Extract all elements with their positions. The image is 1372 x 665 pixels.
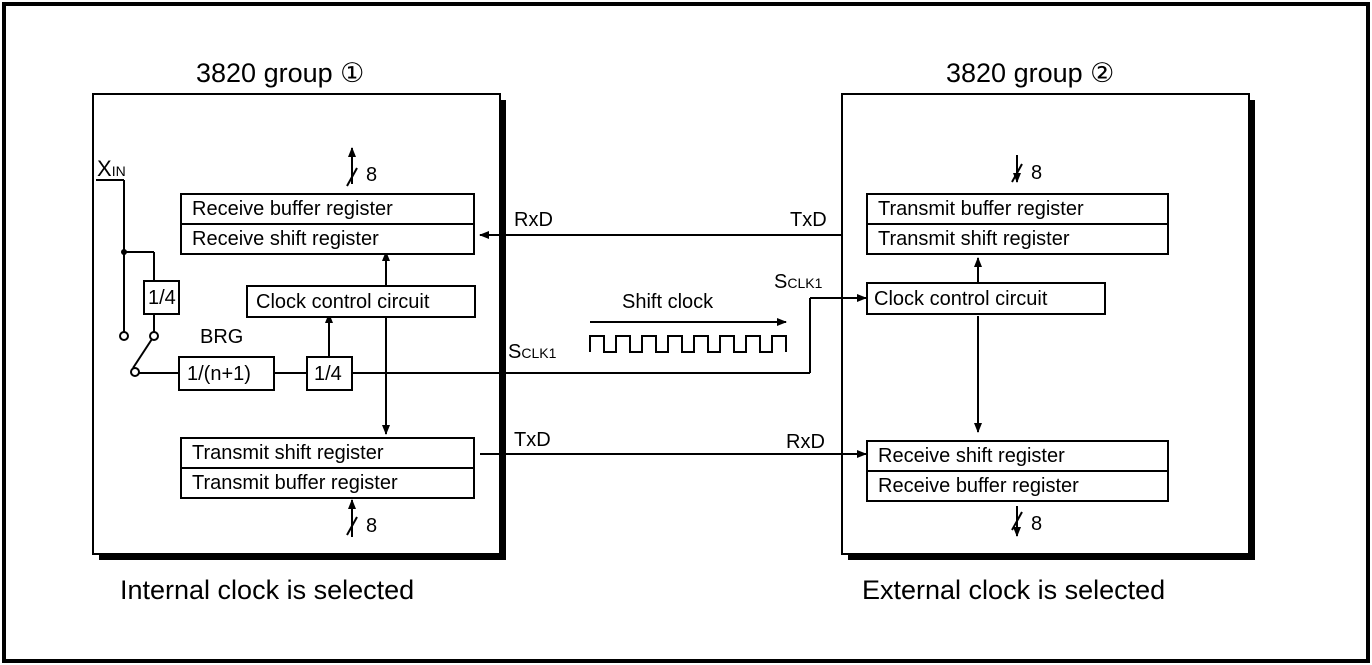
xin-junction [121,249,127,255]
left-sclk-label: SCLK1 [508,341,557,363]
right-receive-shift-register: Receive shift register [868,442,1167,472]
switch-contact-b [149,331,159,341]
shift-clock-waveform [589,335,787,353]
divider-vertical-1-4: 1/4 [143,280,180,315]
xin-label: XIN [97,156,126,181]
right-chip-title: 3820 group ② [946,58,1115,88]
left-bus-width-top: 8 [366,164,378,186]
divider-small-1-4: 1/4 [306,356,353,391]
right-clock-control-circuit: Clock control circuit [866,282,1106,315]
right-transmit-register-stack: Transmit buffer register Transmit shift … [866,193,1169,255]
left-bus-width-bottom: 8 [366,515,378,537]
switch-pivot [130,367,140,377]
right-chip-caption: External clock is selected [862,575,1166,605]
left-receive-shift-register: Receive shift register [192,228,379,250]
right-receive-register-stack: Receive shift register Receive buffer re… [866,440,1169,502]
right-txd-label: TxD [790,209,827,231]
right-sclk-label: SCLK1 [774,271,823,293]
left-chip-title: 3820 group ① [196,58,365,88]
left-clock-control-circuit: Clock control circuit [246,285,476,318]
left-receive-buffer-register: Receive buffer register [182,195,473,225]
left-txd-label: TxD [514,429,551,451]
right-receive-buffer-register: Receive buffer register [878,475,1079,497]
left-transmit-shift-register: Transmit shift register [182,439,473,469]
shift-clock-label: Shift clock [622,291,714,313]
right-transmit-shift-register: Transmit shift register [878,228,1070,250]
right-transmit-buffer-register: Transmit buffer register [868,195,1167,225]
right-rxd-label: RxD [786,431,825,453]
left-rxd-label: RxD [514,209,553,231]
right-bus-width-bottom: 8 [1031,513,1043,535]
brg-divider: 1/(n+1) [178,356,275,391]
left-transmit-register-stack: Transmit shift register Transmit buffer … [180,437,475,499]
switch-blade [132,338,153,369]
brg-label: BRG [200,326,244,348]
switch-contact-a [119,331,129,341]
right-bus-width-top: 8 [1031,162,1043,184]
left-chip-caption: Internal clock is selected [120,575,415,605]
left-receive-register-stack: Receive buffer register Receive shift re… [180,193,475,255]
left-transmit-buffer-register: Transmit buffer register [192,472,398,494]
